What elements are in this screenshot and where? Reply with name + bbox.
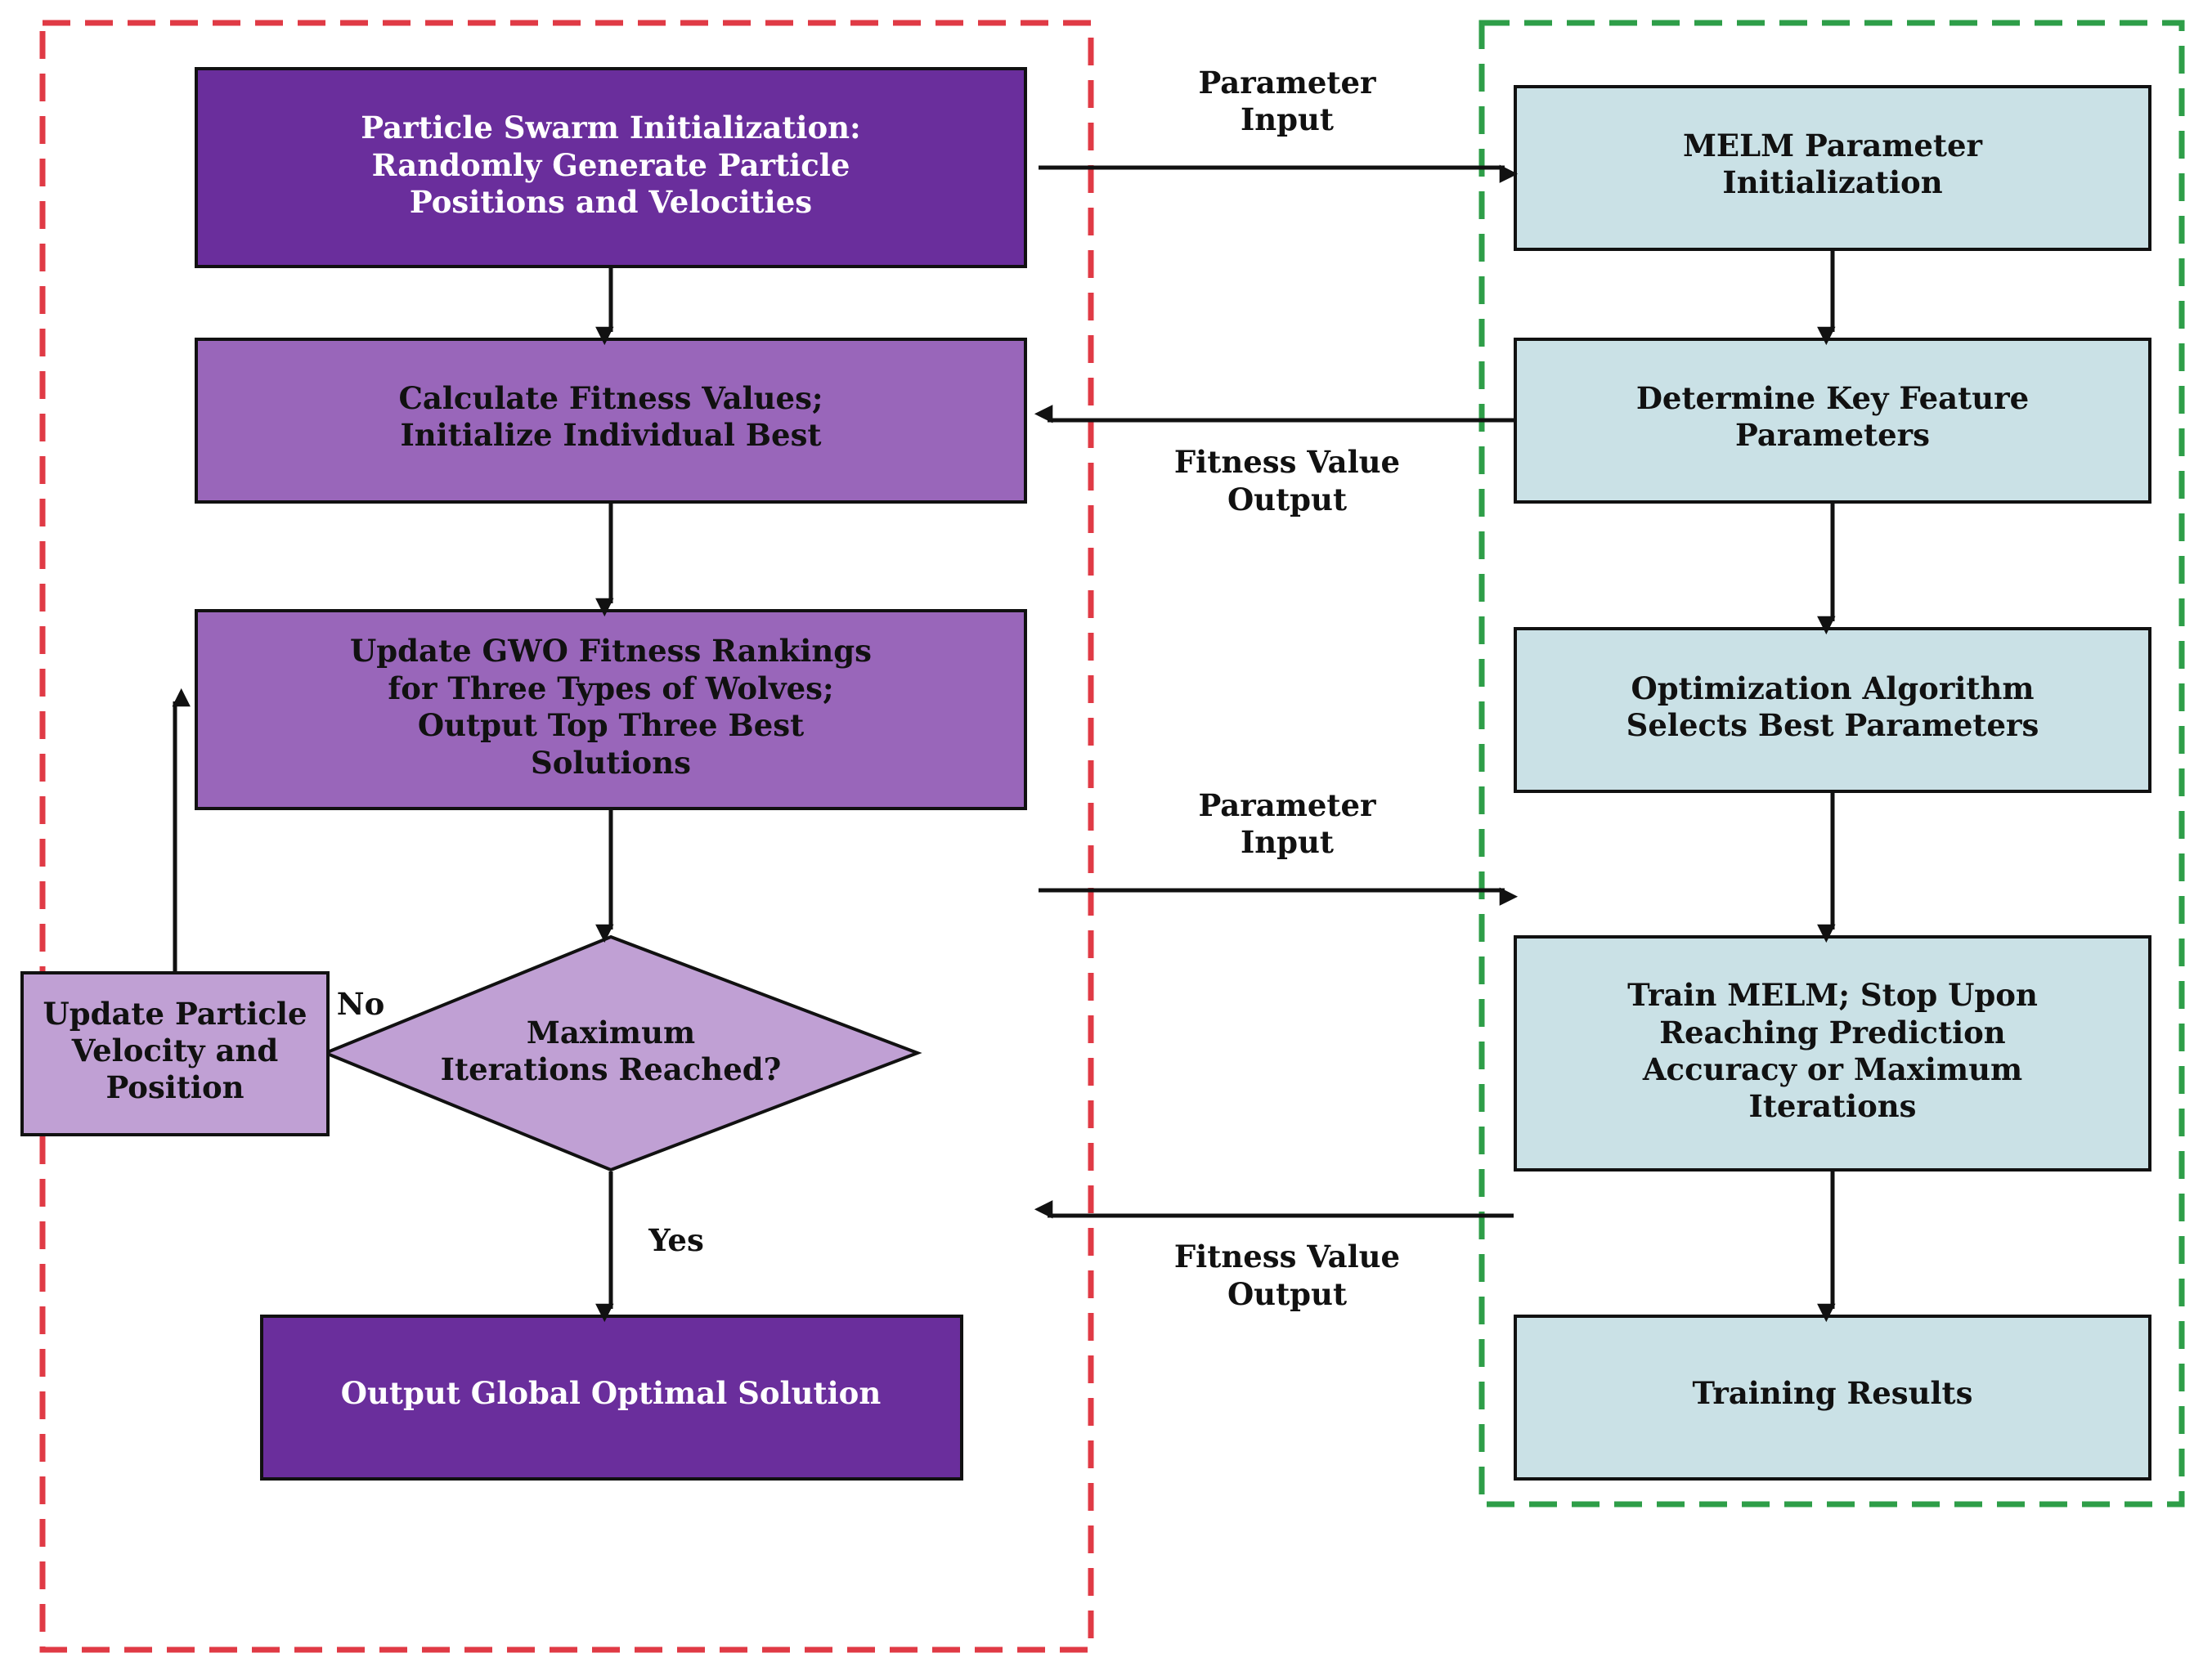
yes-label: Yes — [648, 1222, 704, 1258]
param-input-1-line-2: Input — [1241, 101, 1334, 137]
fitness-line-1: Calculate Fitness Values; — [398, 380, 823, 416]
training-results-box: Training Results — [1514, 1315, 2151, 1481]
train-melm-box: Train MELM; Stop Upon Reaching Predictio… — [1514, 935, 2151, 1172]
no-label: No — [337, 986, 385, 1022]
max-iterations-decision: Maximum Iterations Reached? — [321, 934, 922, 1172]
fitness-output-1-line-2: Output — [1227, 482, 1347, 517]
init-line-3: Positions and Velocities — [410, 184, 812, 220]
update-line-2: Velocity and — [71, 1033, 278, 1068]
optimization-line-2: Selects Best Parameters — [1626, 707, 2039, 743]
decision-line-2: Iterations Reached? — [441, 1051, 782, 1087]
results-line-1: Training Results — [1693, 1375, 1973, 1411]
train-line-3: Accuracy or Maximum — [1642, 1051, 2022, 1087]
train-line-1: Train MELM; Stop Upon — [1627, 977, 2038, 1013]
optimization-algorithm-box: Optimization Algorithm Selects Best Para… — [1514, 627, 2151, 793]
init-line-2: Randomly Generate Particle — [372, 147, 850, 183]
particle-swarm-init-box: Particle Swarm Initialization: Randomly … — [195, 67, 1027, 268]
gwo-line-4: Solutions — [531, 745, 691, 781]
fitness-output-1-line-1: Fitness Value — [1174, 444, 1400, 480]
fitness-output-2-line-1: Fitness Value — [1174, 1239, 1400, 1275]
decision-line-1: Maximum — [527, 1015, 695, 1051]
output-global-solution-box: Output Global Optimal Solution — [260, 1315, 963, 1481]
train-line-4: Iterations — [1749, 1088, 1917, 1124]
fitness-output-2-line-2: Output — [1227, 1276, 1347, 1312]
update-gwo-box: Update GWO Fitness Rankings for Three Ty… — [195, 609, 1027, 810]
param-input-1-line-1: Parameter — [1198, 65, 1376, 101]
param-input-2-line-2: Input — [1241, 824, 1334, 860]
key-feature-line-2: Parameters — [1735, 417, 1930, 453]
update-line-3: Position — [105, 1069, 244, 1105]
output-line-1: Output Global Optimal Solution — [341, 1375, 882, 1411]
melm-init-line-2: Initialization — [1722, 164, 1942, 200]
key-feature-box: Determine Key Feature Parameters — [1514, 338, 2151, 504]
gwo-line-2: for Three Types of Wolves; — [388, 670, 833, 706]
update-line-1: Update Particle — [43, 996, 307, 1032]
key-feature-line-1: Determine Key Feature — [1636, 380, 2029, 416]
melm-region-border — [1478, 20, 2185, 1508]
gwo-line-3: Output Top Three Best — [418, 707, 804, 743]
update-particle-box: Update Particle Velocity and Position — [20, 971, 330, 1136]
melm-param-init-box: MELM Parameter Initialization — [1514, 85, 2151, 251]
calculate-fitness-box: Calculate Fitness Values; Initialize Ind… — [195, 338, 1027, 504]
melm-init-line-1: MELM Parameter — [1683, 128, 1983, 164]
gwo-line-1: Update GWO Fitness Rankings — [350, 633, 872, 669]
pso-gwo-region-border — [39, 20, 1094, 1653]
train-line-2: Reaching Prediction — [1659, 1015, 2006, 1051]
fitness-line-2: Initialize Individual Best — [400, 417, 821, 453]
optimization-line-1: Optimization Algorithm — [1631, 670, 2034, 706]
init-line-1: Particle Swarm Initialization: — [361, 110, 860, 146]
param-input-2-line-1: Parameter — [1198, 787, 1376, 823]
